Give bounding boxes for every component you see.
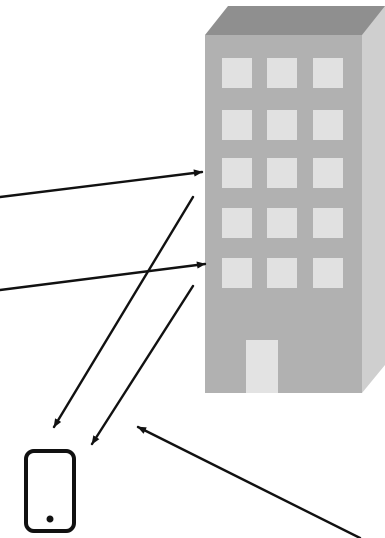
building-top xyxy=(205,6,385,35)
window xyxy=(267,208,297,238)
window xyxy=(267,58,297,88)
window xyxy=(222,158,252,188)
window xyxy=(267,258,297,288)
phone-home-button xyxy=(46,515,54,523)
building-windows xyxy=(222,58,343,288)
window xyxy=(313,158,343,188)
window xyxy=(222,258,252,288)
building-side xyxy=(362,6,385,393)
window xyxy=(267,158,297,188)
window xyxy=(267,110,297,140)
window xyxy=(222,110,252,140)
reflected-arrow-right xyxy=(90,284,195,446)
window xyxy=(222,58,252,88)
reflected-arrow-left xyxy=(52,195,195,429)
window xyxy=(313,110,343,140)
direct-arrow-bottom xyxy=(136,425,362,538)
building-door xyxy=(246,340,278,393)
smartphone-icon xyxy=(24,449,76,533)
phone-body xyxy=(24,449,76,533)
building-icon xyxy=(205,6,385,393)
incoming-arrow-upper xyxy=(0,169,204,199)
window xyxy=(313,258,343,288)
window xyxy=(313,208,343,238)
window xyxy=(222,208,252,238)
incoming-arrow-lower xyxy=(0,261,207,292)
signal-arrows xyxy=(0,169,362,538)
window xyxy=(313,58,343,88)
